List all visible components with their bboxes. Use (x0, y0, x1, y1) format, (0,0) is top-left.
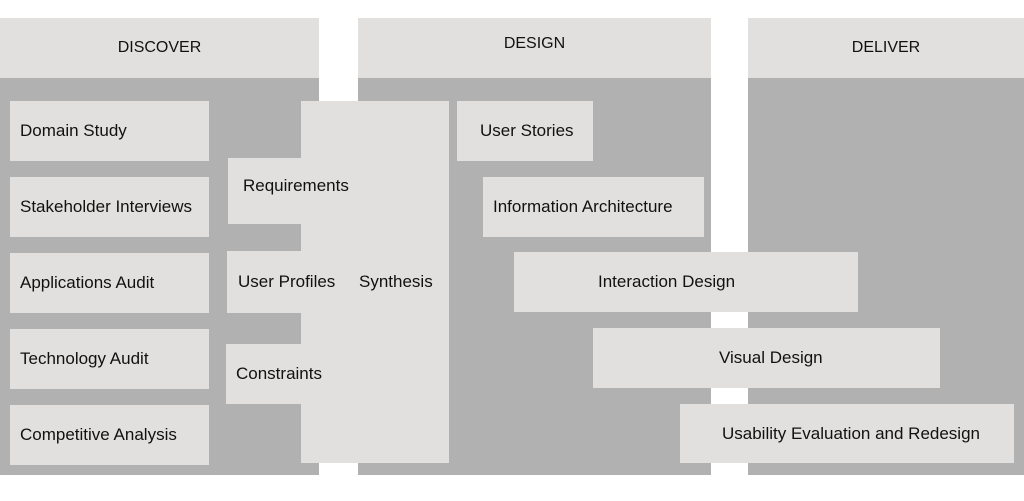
phase-label: DELIVER (851, 39, 921, 56)
synthesis-box: Synthesis (301, 101, 449, 463)
item-label: Stakeholder Interviews (20, 197, 192, 216)
discover-item-domain-study: Domain Study (10, 101, 209, 161)
synthesis-item-requirements: Requirements (228, 158, 349, 224)
design-item-interaction-design: Interaction Design (514, 252, 858, 312)
item-label: Visual Design (719, 348, 823, 367)
synthesis-label: Synthesis (359, 272, 433, 291)
design-item-visual-design: Visual Design (593, 328, 940, 388)
synthesis-item-constraints: Constraints (226, 344, 322, 404)
item-label: Domain Study (20, 121, 127, 140)
discover-item-stakeholder-interviews: Stakeholder Interviews (10, 177, 209, 237)
item-label: Competitive Analysis (20, 425, 177, 444)
item-label: Applications Audit (20, 273, 155, 292)
phase-label: DISCOVER (117, 39, 202, 56)
design-item-user-stories: User Stories (457, 101, 593, 161)
design-item-usability-evaluation: Usability Evaluation and Redesign (680, 404, 1014, 463)
item-label: Information Architecture (493, 197, 673, 216)
item-label: Usability Evaluation and Redesign (722, 423, 980, 443)
item-label: Technology Audit (20, 349, 149, 368)
phase-label: DESIGN (503, 35, 566, 52)
phase-header-discover: DISCOVER (0, 18, 319, 78)
item-label: Constraints (236, 364, 322, 383)
discover-item-competitive-analysis: Competitive Analysis (10, 405, 209, 465)
synthesis-item-user-profiles: User Profiles (227, 251, 335, 313)
item-label: User Stories (480, 121, 574, 140)
discover-item-technology-audit: Technology Audit (10, 329, 209, 389)
phase-header-deliver: DELIVER (748, 18, 1024, 78)
item-label: Requirements (243, 176, 349, 195)
discover-item-applications-audit: Applications Audit (10, 253, 209, 313)
item-label: Interaction Design (598, 272, 736, 291)
phase-header-design: DESIGN (358, 18, 711, 78)
item-label: User Profiles (238, 272, 336, 291)
design-item-information-architecture: Information Architecture (483, 177, 704, 237)
